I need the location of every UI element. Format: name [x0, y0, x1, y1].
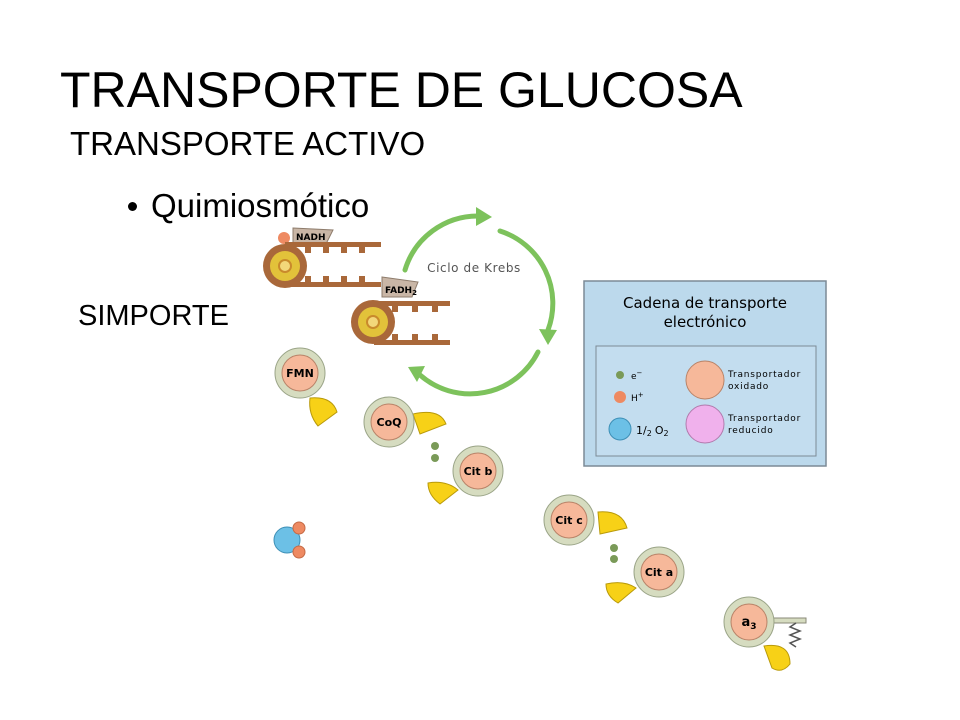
cit-a-core — [640, 553, 678, 591]
water-molecule — [273, 521, 306, 559]
a3-arm — [769, 617, 807, 624]
nadh-lower-bar — [285, 282, 381, 287]
legend-proton-icon — [614, 391, 626, 403]
legend-oxidized-line1: Transportador — [727, 370, 801, 380]
coq-core — [370, 403, 408, 441]
bullet-dot-icon — [128, 201, 137, 211]
carrier-cit-a: Cit a — [605, 546, 685, 604]
fmn-cup-icon — [309, 397, 338, 427]
carrier-a3: a3 — [723, 596, 807, 671]
nadh-complex: NADH — [263, 227, 381, 288]
simporte-label: SIMPORTE — [78, 300, 229, 332]
cit-a-cup-icon — [605, 582, 637, 604]
krebs-arrow-bottom — [417, 349, 541, 397]
legend-reduced-line1: Transportador — [727, 414, 801, 424]
fadh2-bar-teeth — [392, 306, 438, 340]
nadh-proton-icon — [278, 232, 290, 244]
cit-b-label: Cit b — [464, 465, 493, 478]
legend-electron-icon — [616, 371, 624, 379]
fadh2-flag — [381, 276, 419, 298]
electron-icon — [431, 442, 439, 450]
legend-reduced-icon — [685, 404, 725, 444]
nadh-upper-bar — [285, 242, 381, 247]
cit-c-core — [550, 501, 588, 539]
coq-label: CoQ — [377, 416, 402, 429]
legend-oxidized-line2: oxidado — [728, 382, 769, 392]
legend-title-line2: electrónico — [664, 313, 747, 331]
coq-cup-icon — [412, 411, 447, 435]
krebs-cycle-arrows — [402, 207, 557, 397]
krebs-arrow-top-left — [402, 213, 481, 273]
slide-title: TRANSPORTE DE GLUCOSA — [60, 62, 743, 118]
krebs-cycle-label: Ciclo de Krebs — [427, 261, 521, 275]
oxygen-atom-icon — [273, 526, 301, 554]
bullet-item: Quimiosmótico — [128, 186, 369, 226]
hydrogen-atom-icon — [292, 545, 306, 559]
cit-a-label: Cit a — [645, 566, 673, 579]
legend-electron-label: e− — [631, 369, 643, 382]
nadh-bar-teeth — [305, 247, 365, 282]
a3-core — [730, 603, 768, 641]
fmn-label: FMN — [286, 367, 314, 380]
krebs-arrowhead-bottom — [408, 366, 425, 382]
nadh-label: NADH — [296, 233, 326, 243]
fadh2-upper-bar — [374, 301, 450, 306]
krebs-arrow-right — [497, 228, 556, 333]
carrier-cit-b: Cit b — [427, 445, 504, 505]
krebs-arrowhead-top — [476, 207, 492, 226]
krebs-arrowhead-right — [539, 329, 557, 345]
carrier-cit-c: Cit c — [543, 494, 628, 546]
cit-c-cup-icon — [597, 511, 628, 535]
legend-oxygen-icon — [608, 417, 632, 441]
a3-spring-icon — [787, 622, 803, 648]
a3-label: a3 — [741, 615, 756, 632]
a3-cup-icon — [763, 644, 791, 671]
cit-c-label: Cit c — [555, 514, 582, 527]
legend-proton-label: H+ — [631, 391, 644, 404]
electron-icon — [610, 544, 618, 552]
fadh2-lower-bar — [374, 340, 450, 345]
electron-icon — [431, 454, 439, 462]
fmn-core — [281, 354, 319, 392]
fadh2-complex: FADH2 — [351, 276, 450, 345]
carrier-fmn: FMN — [274, 347, 338, 427]
legend-oxidized-icon — [685, 360, 725, 400]
legend-title-line1: Cadena de transporte — [623, 294, 787, 312]
nadh-gear-hub — [278, 259, 292, 273]
bullet-text: Quimiosmótico — [151, 187, 370, 224]
hydrogen-atom-icon — [292, 521, 306, 535]
slide-subtitle: TRANSPORTE ACTIVO — [70, 125, 426, 162]
legend-panel: Cadena de transporte electrónico e− H+ 1… — [583, 280, 827, 467]
legend-reduced-line2: reducido — [728, 426, 774, 436]
fadh2-label: FADH2 — [385, 286, 417, 297]
cit-b-cup-icon — [427, 481, 459, 505]
electron-icon — [610, 555, 618, 563]
cit-b-core — [459, 452, 497, 490]
carrier-coq: CoQ — [363, 396, 447, 448]
fadh2-gear-hub — [366, 315, 380, 329]
